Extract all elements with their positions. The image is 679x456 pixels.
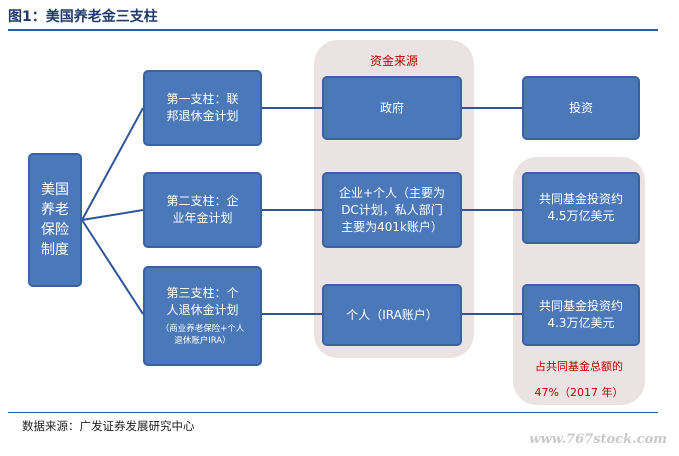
- source-2-line-1: 企业+个人（主要为: [338, 185, 446, 200]
- pillar-3-note: （商业养老保险+个人 退休账户IRA）: [161, 323, 245, 347]
- pillar-1-line-2: 邦退休金计划: [166, 109, 239, 123]
- source-2-line-2: DC计划，私人部门: [341, 202, 443, 217]
- root-line-2: 养老: [41, 202, 69, 218]
- source-3-box-individual-ira: 个人（IRA账户）: [322, 284, 462, 346]
- pillar-2-box: 第二支柱：企 业年金计划: [143, 172, 262, 248]
- source-divider: [8, 412, 658, 413]
- pillar-2-line-2: 业年金计划: [172, 211, 233, 225]
- outcome-1-box-investment: 投资: [522, 76, 640, 140]
- source-3-line-1: 个人（IRA账户）: [346, 307, 438, 322]
- pillar-3-note-line-2: 退休账户IRA）: [174, 336, 231, 346]
- pillar-3-line-2: 人退休金计划: [166, 303, 239, 317]
- source-2-line-3: 主要为401k账户）: [341, 219, 443, 234]
- share-note-line-1: 占共同基金总额的: [535, 360, 623, 373]
- pillar-1-line-1: 第一支柱：联: [166, 92, 239, 106]
- outcome-1-line-1: 投资: [568, 100, 593, 115]
- pillar-3-note-line-1: （商业养老保险+个人: [160, 324, 245, 334]
- outcome-2-line-2: 4.5万亿美元: [547, 209, 615, 223]
- figure-title: 图1：美国养老金三支柱: [8, 9, 158, 25]
- source-1-box-government: 政府: [322, 76, 462, 140]
- pillar-2-line-1: 第二支柱：企: [166, 194, 239, 208]
- outcome-3-box-mutual-fund: 共同基金投资约 4.3万亿美元: [522, 284, 640, 346]
- outcome-2-line-1: 共同基金投资约: [538, 192, 623, 206]
- watermark: www.767stock.com: [529, 432, 667, 447]
- connector-root-pillar3: [81, 219, 144, 315]
- root-line-3: 保险: [41, 222, 69, 238]
- outcome-2-box-mutual-fund: 共同基金投资约 4.5万亿美元: [522, 172, 640, 244]
- root-box-us-pension-system: 美国 养老 保险 制度: [28, 153, 82, 287]
- source-1-line-1: 政府: [379, 100, 404, 115]
- connector-root-pillar1: [81, 107, 144, 221]
- pillar-1-box: 第一支柱：联 邦退休金计划: [143, 70, 262, 146]
- outcome-3-line-2: 4.3万亿美元: [547, 316, 615, 330]
- root-line-1: 美国: [41, 182, 69, 198]
- source-2-box-employer-individual: 企业+个人（主要为 DC计划，私人部门 主要为401k账户）: [322, 172, 462, 248]
- funding-source-label: 资金来源: [369, 54, 418, 68]
- outcome-3-line-1: 共同基金投资约: [538, 299, 623, 313]
- pillar-3-box: 第三支柱：个 人退休金计划 （商业养老保险+个人 退休账户IRA）: [143, 266, 262, 366]
- pillar-3-line-1: 第三支柱：个: [166, 286, 239, 300]
- title-divider: [8, 29, 658, 31]
- connector-root-pillar2: [81, 209, 144, 221]
- data-source-note: 数据来源：广发证券发展研究中心: [22, 419, 195, 433]
- root-line-4: 制度: [41, 242, 69, 258]
- share-note-line-2: 47%（2017 年）: [534, 386, 624, 399]
